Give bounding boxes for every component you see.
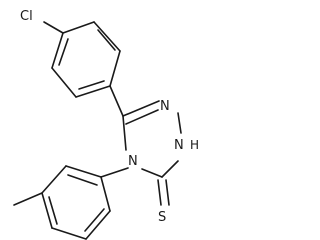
ring-bond [51,227,87,240]
chlorophenyl-ring [51,21,121,98]
ring-bond [75,85,111,98]
c-cl-bond [43,21,64,34]
ring-bond [100,176,111,212]
chlorine-atom-label: Cl [20,9,33,24]
c3-n4-bond [141,168,163,178]
ring-bond [65,165,102,178]
thione-double-bond [165,179,170,206]
c5-n1-double-bond [125,109,159,125]
ring-nitrogen-n1-label: N [160,99,170,114]
nh-hydrogen-label: H [190,138,199,152]
ring-bond [41,165,67,194]
ring-bond [51,32,64,69]
aryl-triazole-bond [109,85,124,117]
ring-nitrogen-nh-label: N [174,138,184,153]
n1-n2-bond [177,112,182,134]
ring-bond [109,50,121,87]
thione-sulfur-label: S [158,210,166,225]
ring-bond [62,21,95,34]
ring-bond [41,192,53,229]
ring-bond [93,21,121,52]
ring-double-bond [48,196,58,225]
ring-double-bond [84,208,105,232]
n4-aryl-bond [100,167,129,178]
c5-n1-bond [122,100,160,117]
ring-double-bond [97,29,116,51]
n4-c5-bond [122,115,127,151]
chemical-structure: Cl N N H N S [13,9,199,240]
tolyl-ring [41,165,111,240]
ring-double-bond [67,174,98,186]
n2-c3-bond [161,160,179,178]
ring-bond [51,67,77,98]
methyl-bond [13,192,43,206]
ring-double-bond [58,38,69,66]
ring-double-bond [78,80,105,90]
ring-bond [85,210,111,240]
triazole-ring [122,100,182,178]
ring-nitrogen-n4-label: N [128,154,138,169]
thione-double-bond [157,179,162,206]
